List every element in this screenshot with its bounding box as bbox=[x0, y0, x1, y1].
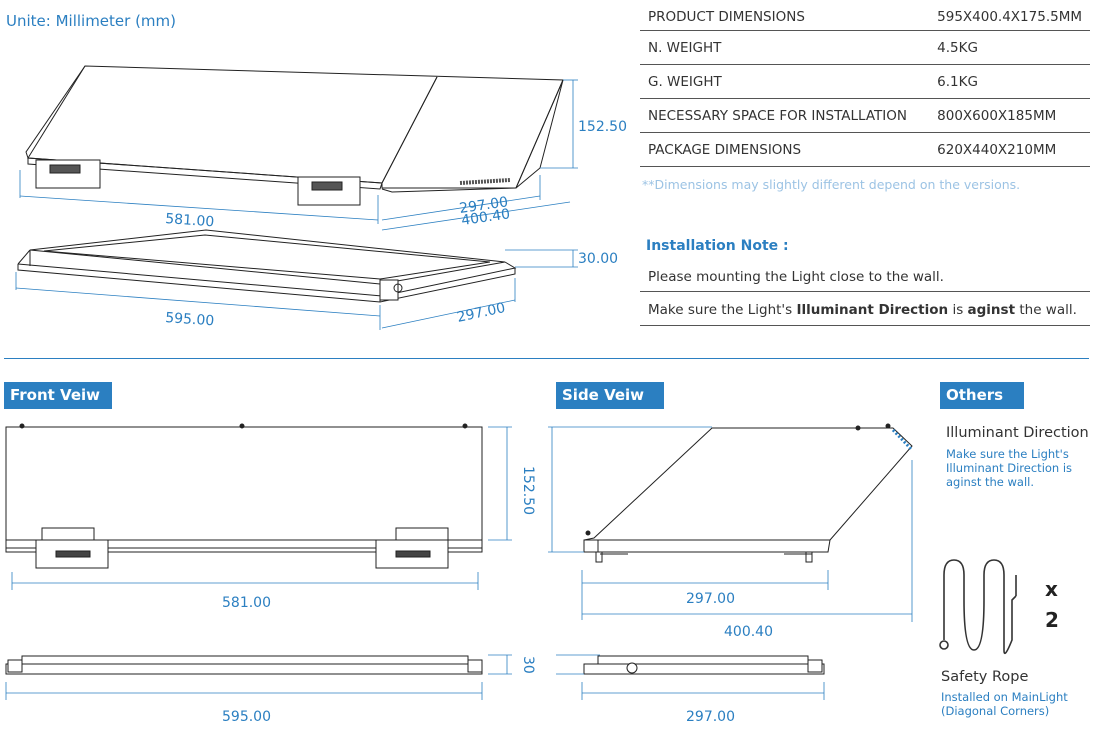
spec-value: 4.5KG bbox=[937, 30, 1090, 65]
front-frame-drawing: 595.00 30 bbox=[5, 654, 536, 725]
iso-dim-400: 400.40 bbox=[460, 206, 511, 229]
spec-value: 620X440X210MM bbox=[937, 132, 1090, 167]
iso-dim-595: 595.00 bbox=[165, 310, 215, 329]
installation-note-line-2: Make sure the Light's Illuminant Directi… bbox=[640, 294, 1090, 326]
spec-label: NECESSARY SPACE FOR INSTALLATION bbox=[640, 98, 938, 133]
side-frame-drawing: 297.00 bbox=[556, 654, 825, 725]
spec-value: 595X400.4X175.5MM bbox=[937, 4, 1090, 31]
side-view-drawing: 297.00 400.40 bbox=[548, 423, 914, 640]
note-text: is bbox=[948, 302, 968, 318]
safety-rope-drawing bbox=[939, 559, 1017, 655]
safety-rope-title: Safety Rope bbox=[941, 669, 1029, 685]
note-bold-aginst: aginst bbox=[967, 302, 1016, 318]
spec-label: PACKAGE DIMENSIONS bbox=[640, 132, 938, 167]
illuminant-direction-title: Illuminant Direction bbox=[946, 425, 1089, 441]
front-view-tag: Front Veiw bbox=[4, 382, 112, 409]
multiplier-count: 2 bbox=[1045, 608, 1059, 632]
disclaimer: **Dimensions may slightly different depe… bbox=[642, 177, 1021, 192]
illuminant-direction-text: Make sure the Light's Illuminant Directi… bbox=[946, 447, 1072, 489]
side-dim-297-bottom: 297.00 bbox=[686, 709, 735, 725]
front-dim-152: 152.50 bbox=[520, 466, 536, 515]
iso-dim-152: 152.50 bbox=[578, 119, 627, 135]
note-text: Make sure the Light's bbox=[648, 302, 797, 318]
side-dim-297: 297.00 bbox=[686, 591, 735, 607]
unit-label: Unite: Millimeter (mm) bbox=[6, 12, 177, 30]
rope-line: (Diagonal Corners) bbox=[941, 704, 1050, 718]
front-dim-595: 595.00 bbox=[222, 709, 271, 725]
rope-line: Installed on MainLight bbox=[941, 690, 1068, 704]
illuminant-line: Make sure the Light's bbox=[946, 447, 1069, 461]
iso-dim-581: 581.00 bbox=[165, 211, 215, 230]
iso-dim-297: 297.00 bbox=[458, 194, 509, 217]
iso-dim-30: 30.00 bbox=[578, 251, 618, 267]
section-divider bbox=[4, 358, 1089, 359]
iso-dim-297-bottom: 297.00 bbox=[456, 300, 507, 326]
spec-value: 800X600X185MM bbox=[937, 98, 1090, 133]
note-bold-illuminant: Illuminant Direction bbox=[796, 302, 949, 318]
side-dim-400: 400.40 bbox=[724, 624, 773, 640]
front-dim-581: 581.00 bbox=[222, 595, 271, 611]
illuminant-line: aginst the wall. bbox=[946, 475, 1035, 489]
others-tag: Others bbox=[940, 382, 1024, 409]
multiplier-x: x bbox=[1045, 577, 1058, 601]
safety-rope-text: Installed on MainLight (Diagonal Corners… bbox=[941, 690, 1068, 718]
spec-label: PRODUCT DIMENSIONS bbox=[640, 4, 938, 31]
note-text: the wall. bbox=[1015, 302, 1077, 318]
side-view-tag: Side Veiw bbox=[556, 382, 664, 409]
iso-bottom-drawing: 595.00 297.00 30.00 bbox=[15, 229, 618, 330]
iso-top-drawing: 581.00 297.00 400.40 152.50 bbox=[19, 65, 627, 230]
spec-value: 6.1KG bbox=[937, 64, 1090, 99]
spec-label: G. WEIGHT bbox=[640, 64, 938, 99]
front-dim-30: 30 bbox=[520, 656, 536, 674]
installation-note-line-1: Please mounting the Light close to the w… bbox=[640, 262, 1090, 292]
illuminant-line: Illuminant Direction is bbox=[946, 461, 1073, 475]
front-view-drawing: 581.00 152.50 bbox=[5, 423, 536, 611]
spec-label: N. WEIGHT bbox=[640, 30, 938, 65]
installation-note-title: Installation Note : bbox=[646, 238, 789, 254]
